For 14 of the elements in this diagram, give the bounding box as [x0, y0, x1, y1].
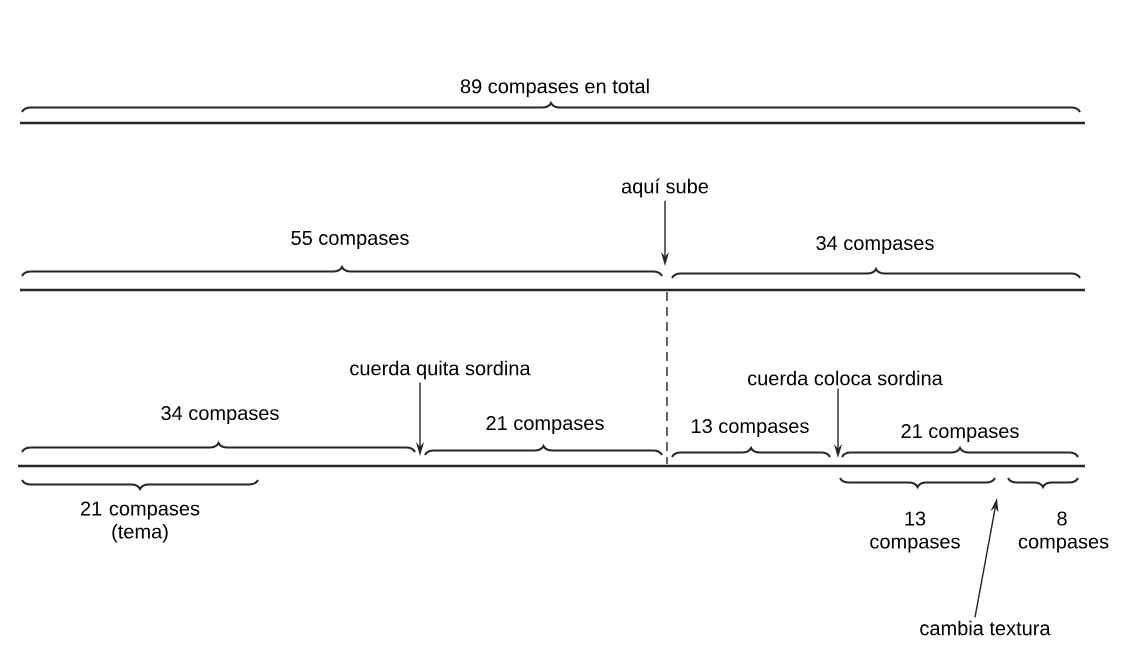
brace-label: 8 compases — [1018, 511, 1109, 553]
brace-label: 89 compases en total — [460, 78, 649, 98]
note-text: cuerda coloca sordina — [748, 370, 943, 386]
brace-label: 21 compases (tema) — [81, 501, 200, 543]
brace-label: 55 compases — [291, 231, 409, 249]
brace-label: 34 compases — [816, 235, 934, 255]
brace-label: 21 compases — [901, 423, 1019, 443]
note-text: cambia textura — [920, 620, 1051, 636]
brace-label: 13 compases — [870, 511, 960, 553]
brace-label: 21 compases — [486, 415, 604, 435]
brace-label: 34 compases — [161, 405, 279, 425]
brace-label: 13 compases — [692, 418, 809, 438]
note-text: aquí sube — [621, 178, 708, 198]
note-text: cuerda quita sordina — [350, 360, 531, 380]
